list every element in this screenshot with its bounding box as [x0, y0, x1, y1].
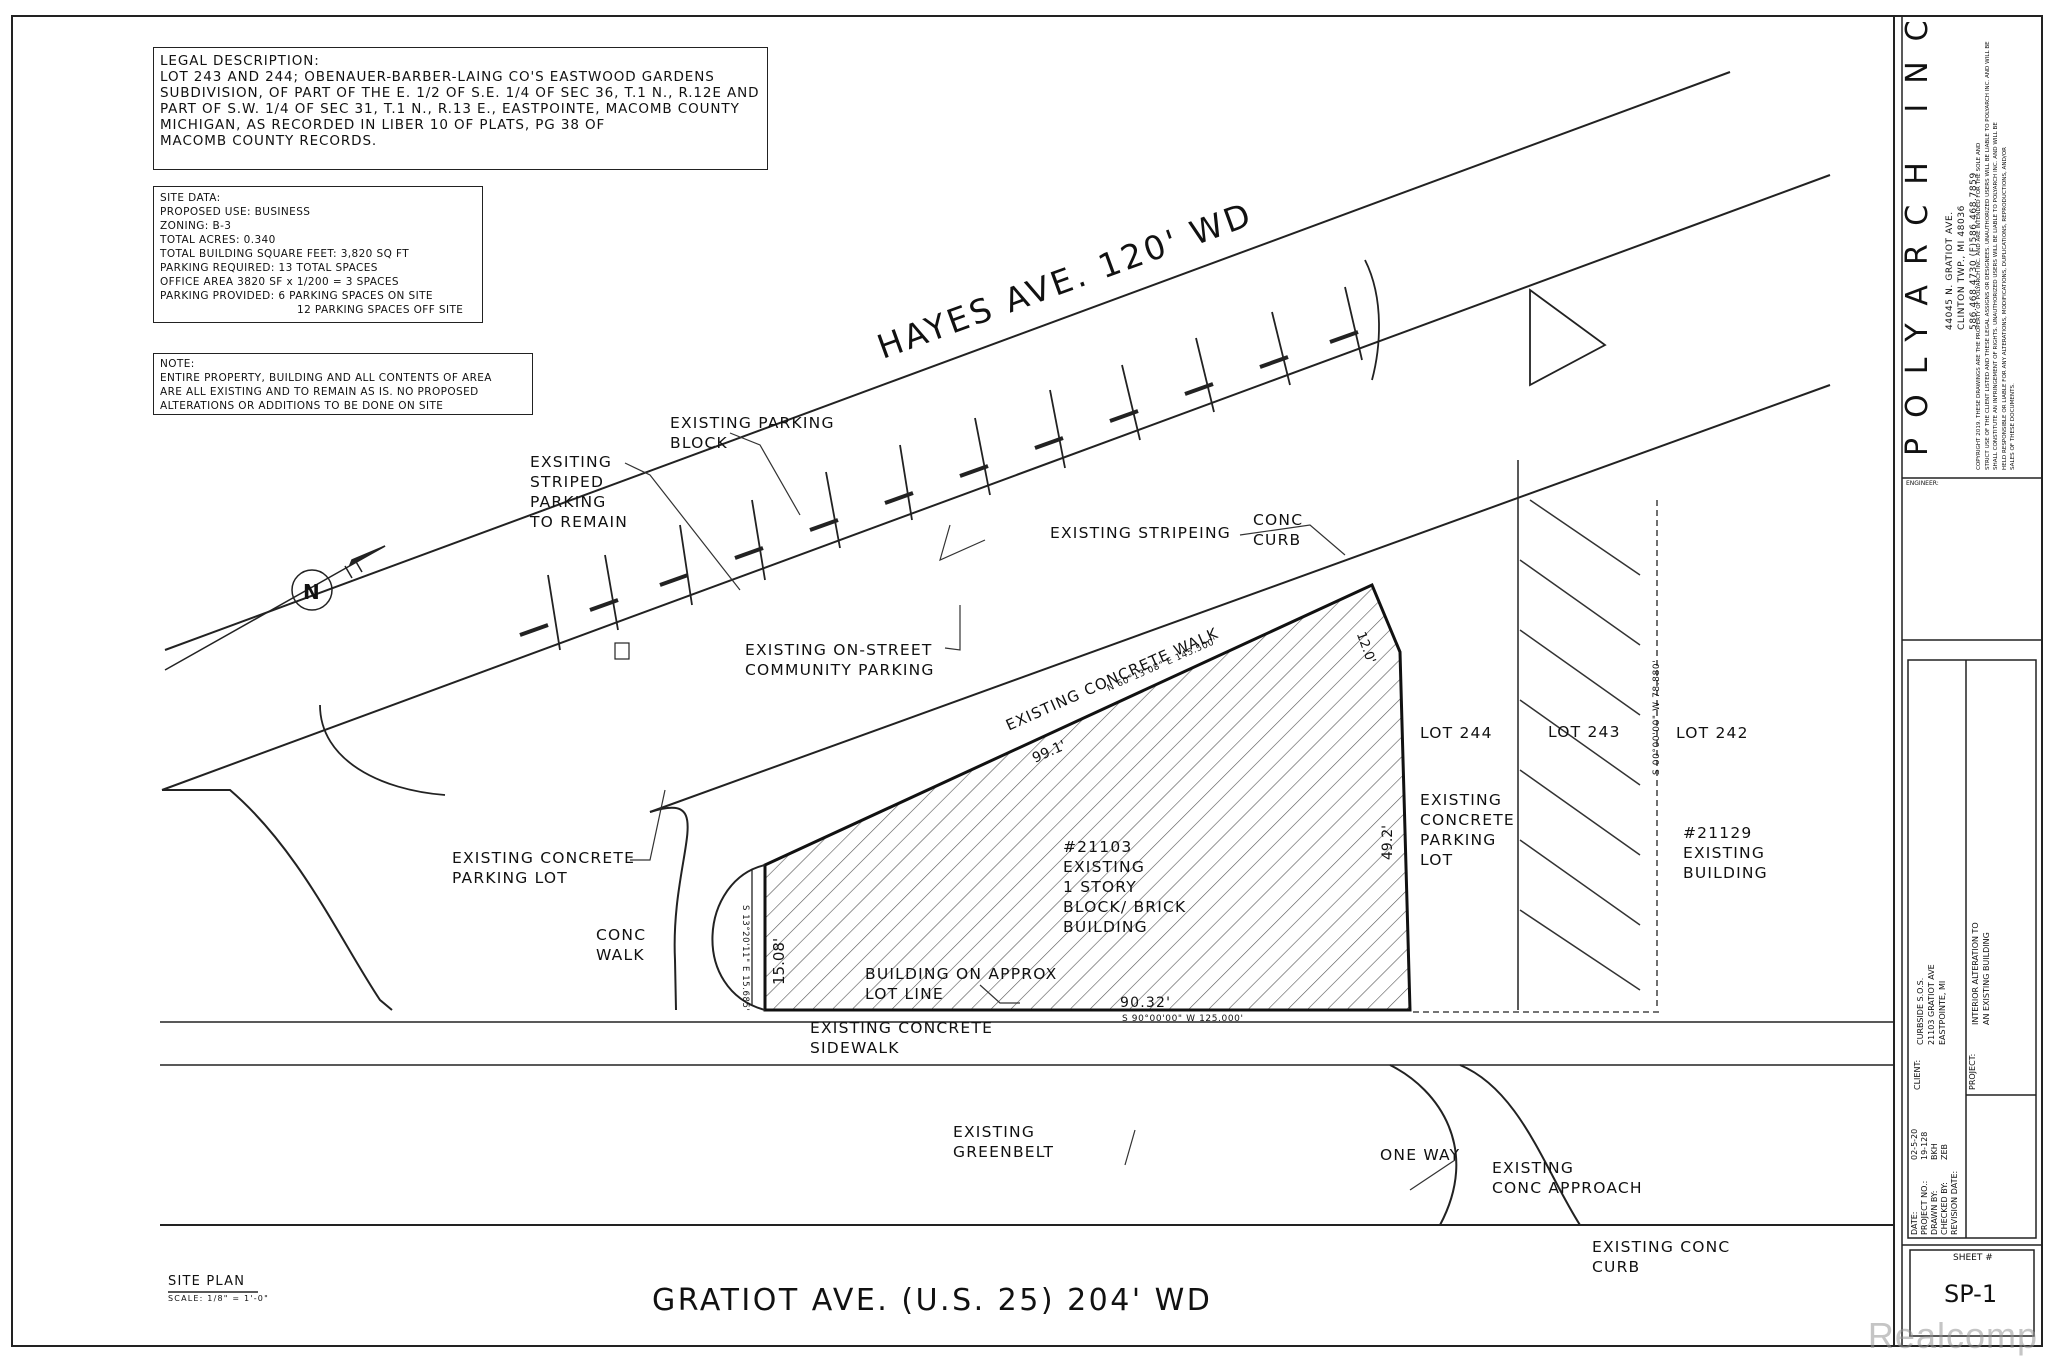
north-arrow-icon: [164, 545, 386, 671]
sheet-label: SHEET #: [1953, 1253, 1993, 1263]
site-data-line: PARKING REQUIRED: 13 TOTAL SPACES: [160, 262, 378, 274]
site-data-box: SITE DATA: PROPOSED USE: BUSINESS ZONING…: [153, 186, 483, 323]
engineer-label: ENGINEER:: [1906, 480, 1939, 487]
site-data-line: SITE DATA:: [160, 192, 221, 204]
note-title: NOTE:: [160, 358, 195, 370]
building-21103: [763, 582, 1412, 1012]
gratiot-street-label: GRATIOT AVE. (U.S. 25) 204' WD: [652, 1283, 1213, 1318]
walk-edge: [649, 384, 1831, 813]
leader-lines: [624, 432, 1456, 1191]
label-lot-244: LOT 244: [1420, 724, 1493, 742]
parking-lot-curve: [162, 789, 393, 1011]
parking-blocks: [519, 330, 1359, 637]
label-one-way: ONE WAY: [1380, 1146, 1461, 1164]
accessible-parking-icon: [614, 642, 630, 660]
dim-right: 49.2': [1380, 824, 1396, 860]
label-stripeing: EXISTING STRIPEING: [1050, 524, 1231, 542]
site-data-line: PARKING PROVIDED: 6 PARKING SPACES ON SI…: [160, 290, 433, 302]
bearing-arc: S 13°20'11" E 15.685': [740, 905, 750, 1012]
label-lot-243: LOT 243: [1548, 723, 1621, 741]
title-block-grid: [1902, 477, 2042, 1337]
legal-title: LEGAL DESCRIPTION:: [160, 53, 320, 69]
dim-left: 15.08': [770, 937, 788, 985]
bearing-bottom: S 90°00'00" W 125.000': [1122, 1014, 1244, 1024]
hayes-curb-line: [161, 174, 1831, 791]
note-line: ARE ALL EXISTING AND TO REMAIN AS IS. NO…: [160, 386, 479, 398]
site-data-line: PROPOSED USE: BUSINESS: [160, 206, 311, 218]
date-labels: DATE:PROJECT NO.: DRAWN BY:CHECKED BY: R…: [1910, 1170, 1959, 1235]
site-data-line: TOTAL ACRES: 0.340: [160, 234, 276, 246]
site-plan-title: SITE PLAN: [168, 1274, 246, 1289]
note-line: ALTERATIONS OR ADDITIONS TO BE DONE ON S…: [160, 400, 444, 412]
sheet-border: [11, 15, 2043, 1347]
legal-line: SUBDIVISION, OF PART OF THE E. 1/2 OF S.…: [160, 85, 760, 101]
copyright-notice: COPYRIGHT 2019. THESE DRAWINGS ARE THE P…: [1976, 41, 2016, 470]
client-label: CLIENT:: [1913, 1059, 1922, 1090]
note-box: NOTE: ENTIRE PROPERTY, BUILDING AND ALL …: [153, 353, 533, 415]
legal-line: PART OF S.W. 1/4 OF SEC 31, T.1 N., R.13…: [160, 101, 740, 117]
sheet-number: SP-1: [1944, 1280, 1998, 1308]
hayes-road-edge: [164, 71, 1731, 651]
site-data-line: ZONING: B-3: [160, 220, 232, 232]
legal-line: LOT 243 AND 244; OBENAUER-BARBER-LAING C…: [160, 69, 715, 85]
project-label: PROJECT:: [1968, 1053, 1977, 1090]
watermark: Realcomp: [1867, 1315, 2038, 1356]
note-line: ENTIRE PROPERTY, BUILDING AND ALL CONTEN…: [160, 372, 492, 384]
parking-stripes: [547, 286, 1363, 651]
site-data-line: OFFICE AREA 3820 SF x 1/200 = 3 SPACES: [160, 276, 399, 288]
legal-line: MACOMB COUNTY RECORDS.: [160, 133, 378, 149]
site-plan-scale: SCALE: 1/8" = 1'-0": [168, 1294, 269, 1303]
firm-name: POLYARCH INC.: [1900, 0, 1935, 456]
conc-approach-curve: [1389, 1064, 1458, 1226]
site-data-line: TOTAL BUILDING SQUARE FEET: 3,820 SQ FT: [160, 248, 410, 260]
legal-description-box: LEGAL DESCRIPTION: LOT 243 AND 244; OBEN…: [153, 47, 768, 170]
lot-243-hatch: [1519, 499, 1641, 991]
bearing-lot: S 00°00'00" W 78.880': [1652, 659, 1662, 775]
legal-line: MICHIGAN, AS RECORDED IN LIBER 10 OF PLA…: [160, 117, 606, 133]
site-data-line: 12 PARKING SPACES OFF SITE: [297, 304, 464, 316]
dim-bottom: 90.32': [1120, 995, 1172, 1011]
label-lot-242: LOT 242: [1676, 724, 1749, 742]
north-label: N: [303, 580, 320, 604]
